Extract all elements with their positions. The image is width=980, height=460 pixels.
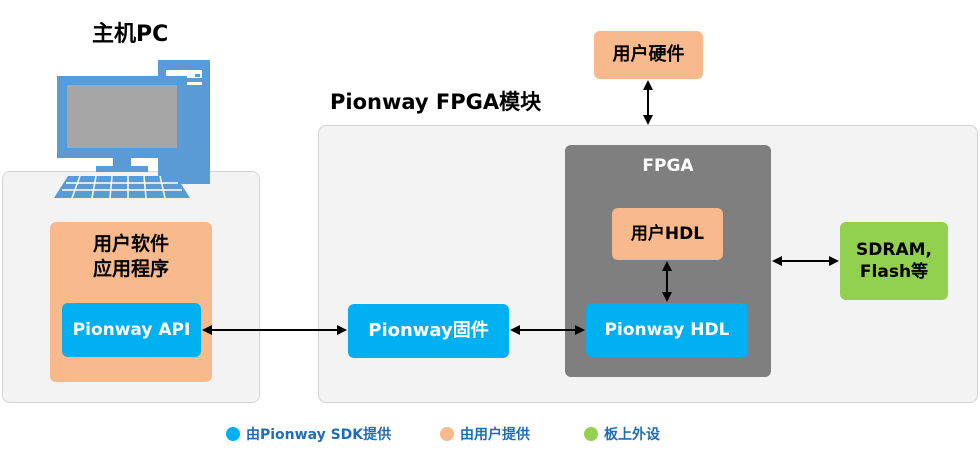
pionway-api-box: Pionway API — [62, 303, 201, 357]
user-software-app-label: 用户软件 应用程序 — [92, 233, 169, 280]
module-title: Pionway FPGA模块 — [330, 90, 542, 114]
legend-label-peripheral: 板上外设 — [604, 427, 660, 443]
pionway-firmware-label: Pionway固件 — [368, 320, 489, 342]
user-hardware-label: 用户硬件 — [612, 44, 685, 66]
memory-label: SDRAM, Flash等 — [856, 239, 932, 282]
pionway-hdl-box: Pionway HDL — [586, 303, 748, 357]
legend-label-sdk: 由Pionway SDK提供 — [246, 427, 392, 443]
user-hdl-label: 用户HDL — [630, 223, 705, 244]
host-pc-title: 主机PC — [92, 22, 169, 47]
pionway-firmware-box: Pionway固件 — [348, 304, 509, 358]
legend-dot-user — [440, 427, 454, 441]
user-hdl-box: 用户HDL — [612, 208, 723, 260]
legend-dot-peripheral — [584, 427, 598, 441]
legend-item-peripheral: 板上外设 — [584, 424, 660, 444]
memory-box: SDRAM, Flash等 — [840, 222, 948, 300]
legend-item-user: 由用户提供 — [440, 424, 530, 444]
pionway-hdl-label: Pionway HDL — [604, 319, 730, 340]
fpga-label: FPGA — [642, 156, 694, 176]
pionway-api-label: Pionway API — [72, 319, 191, 340]
legend-item-sdk: 由Pionway SDK提供 — [226, 424, 391, 444]
legend-label-user: 由用户提供 — [460, 427, 530, 443]
user-hardware-box: 用户硬件 — [594, 31, 703, 79]
legend-dot-sdk — [226, 427, 240, 441]
